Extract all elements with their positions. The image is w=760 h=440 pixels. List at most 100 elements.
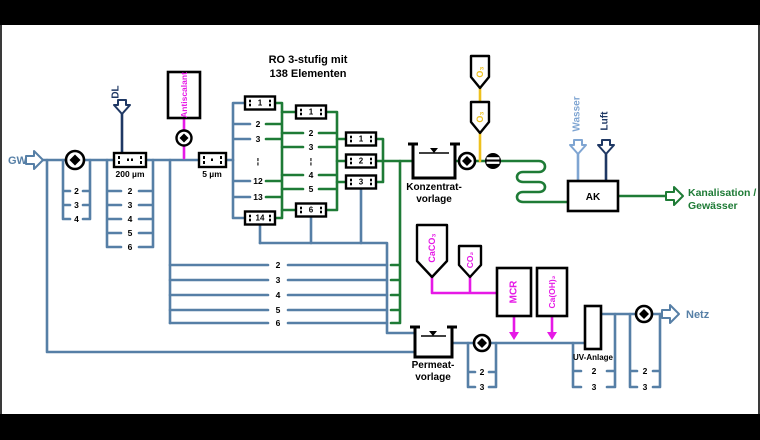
dl-label: DL	[111, 85, 122, 98]
stage2-row-label: ¦	[310, 156, 312, 166]
svg-text:2: 2	[359, 157, 364, 166]
stage1-row-label: ¦	[257, 156, 259, 166]
caco3-label: CaCO₃	[427, 233, 437, 262]
svg-text:3: 3	[359, 178, 364, 187]
antiscalant-label: Antiscalant	[179, 72, 189, 118]
ak-adsorber	[566, 179, 620, 213]
mcr-dosing-arrowhead	[509, 332, 519, 340]
stage1-row-label: 2	[256, 119, 261, 129]
water-piping	[40, 101, 664, 389]
ro-vessel-box: 1	[344, 131, 378, 147]
wasser-label: Wasser	[572, 96, 583, 131]
svg-text:6: 6	[309, 206, 314, 215]
coarse-filter-number: 3	[128, 200, 133, 210]
caoh2-label: Ca(OH)₂	[547, 275, 557, 308]
wasser-down-arrow	[569, 139, 587, 155]
concentrate-pump	[457, 151, 477, 171]
mcr-label: MCR	[509, 280, 520, 304]
left-frame-edge	[0, 25, 2, 414]
ro-train-number: 6	[276, 318, 281, 328]
uv-unit-number: 3	[592, 382, 597, 392]
intake-pump-number: 3	[74, 200, 79, 210]
konzentrat-label-line1: Konzentrat-	[406, 182, 462, 193]
ozone-generator-lower	[469, 100, 491, 135]
stage2-row-label: 4	[309, 170, 314, 180]
gw-label: GW	[8, 155, 28, 167]
bottom-letterbox-band	[0, 414, 760, 440]
ro-vessel-box: 1	[243, 95, 277, 111]
coarse-filter	[112, 151, 148, 169]
parallel-unit-numbers: 2 3 4 2 3 4 5 6 2 3 4 5 6 2 3 2 3 2 3	[74, 186, 648, 392]
ro-title-line1: RO 3-stufig mit	[269, 54, 348, 66]
kanalisation-label-line1: Kanalisation /	[688, 187, 756, 199]
konzentrat-label-line2: vorlage	[416, 194, 452, 205]
train-concentrate-collector	[389, 159, 402, 325]
uv-parallel-stubs	[571, 312, 617, 389]
o3-lower-label: O₃	[475, 111, 485, 122]
ozone-generator-upper	[469, 54, 491, 90]
network-pump-number: 2	[643, 366, 648, 376]
ro-vessel-box: 2	[344, 153, 378, 169]
network-pump	[634, 304, 654, 324]
top-letterbox-band	[0, 0, 760, 25]
coarse-filter-number: 4	[128, 214, 133, 224]
static-mixer-icon	[485, 153, 501, 169]
ro-vessel-box: 14	[243, 210, 277, 226]
uv-reactor	[583, 304, 603, 351]
caco3-co2-dosing-line	[430, 275, 499, 295]
permeate-pump-number: 3	[480, 382, 485, 392]
ro-vessel-box: 3	[344, 174, 378, 190]
ro-train-number: 2	[276, 260, 281, 270]
ro-stage1-feed-manifold	[231, 101, 252, 220]
svg-text:1: 1	[309, 108, 314, 117]
diagram-labels: GW DL Antiscalant 200 µm 5 µm RO 3-stufi…	[8, 54, 756, 383]
luft-label: Luft	[600, 111, 611, 131]
ro-train-number: 3	[276, 275, 281, 285]
intake-pump	[64, 149, 86, 171]
coarse-filter-parallel-stubs	[105, 158, 155, 249]
netz-label: Netz	[686, 309, 710, 321]
kanalisation-label-line2: Gewässer	[688, 200, 738, 212]
intake-pump-number: 2	[74, 186, 79, 196]
ro-stage1: 1 14 2 3 ¦ 12 13	[243, 95, 277, 226]
permeat-label-line2: vorlage	[415, 372, 451, 383]
coarse-filter-number: 2	[128, 186, 133, 196]
antiscalant-dosing-pump	[175, 129, 193, 147]
intake-pump-parallel-stubs	[61, 158, 92, 221]
permeat-tank	[410, 325, 457, 359]
luft-down-arrow	[597, 139, 615, 155]
uv-label: UV-Anlage	[573, 353, 614, 362]
ro-train-lines	[168, 263, 389, 325]
right-frame-edge	[758, 25, 760, 414]
permeat-label-line1: Permeat-	[412, 360, 455, 371]
stage3-connections	[335, 137, 348, 184]
stage2-connections	[280, 110, 305, 212]
ro-stage2: 1 6 2 3 ¦ 4 5	[294, 104, 328, 218]
stage2-row-label: 2	[309, 128, 314, 138]
stage1-row-label: 3	[256, 134, 261, 144]
pumps	[64, 129, 654, 353]
permeate-pump	[472, 333, 492, 353]
ak-label: AK	[586, 192, 601, 203]
caoh2-dosing-arrowhead	[547, 332, 557, 340]
mcr-reactor	[495, 266, 533, 318]
coarse-filter-number: 5	[128, 228, 133, 238]
konzentrat-tank	[408, 142, 460, 180]
ro-title-line2: 138 Elementen	[269, 68, 346, 80]
coarse-filter-number: 6	[128, 242, 133, 252]
ro-vessel-box: 1	[294, 104, 328, 120]
fine-filter-label: 5 µm	[202, 169, 222, 179]
caoh2-tank	[535, 266, 569, 318]
ro-vessel-box: 6	[294, 202, 328, 218]
co2-tank	[457, 244, 483, 279]
o3-upper-label: O₃	[475, 66, 485, 77]
dl-down-arrow	[113, 99, 131, 115]
caco3-silo	[415, 223, 449, 279]
antiscalant-tank	[166, 70, 202, 120]
ro-stage3: 1 2 3	[344, 131, 378, 190]
coarse-filter-label: 200 µm	[116, 169, 145, 179]
stage2-row-label: 3	[309, 142, 314, 152]
permeate-pump-parallel-stubs	[466, 341, 498, 389]
